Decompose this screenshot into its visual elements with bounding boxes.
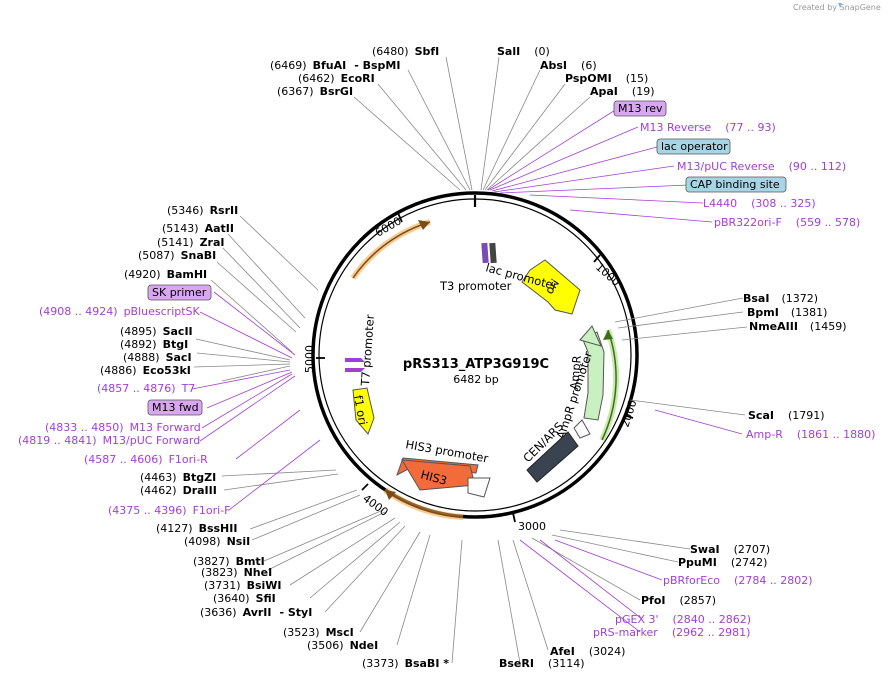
enzyme-label: (3373)BsaBI * xyxy=(362,657,449,670)
box-cap-binding-site-text: CAP binding site xyxy=(690,178,780,191)
primer-label: (4857 .. 4876)T7 xyxy=(97,382,195,395)
box-lac-operator: lac operator xyxy=(656,138,731,155)
enzyme-label: (4892)BtgI xyxy=(120,338,188,351)
enzyme-label: (3506)NdeI xyxy=(307,639,378,652)
plasmid-size: 6482 bp xyxy=(453,373,498,386)
enzyme-label: AbsI(6) xyxy=(540,59,597,72)
enzyme-label: (4888)SacI xyxy=(123,351,192,364)
enzyme-label: BpmI(1381) xyxy=(747,306,827,319)
primer-connectors xyxy=(191,108,743,633)
enzyme-label: PpuMI(2742) xyxy=(678,556,767,569)
enzyme-label: SalI(0) xyxy=(497,45,550,58)
enzyme-label: (6367)BsrGI xyxy=(277,85,353,98)
enzyme-label: (3827)BmtI xyxy=(193,555,265,568)
enzyme-label: NmeAIII(1459) xyxy=(749,320,847,333)
enzyme-label: (4098)NsiI xyxy=(184,535,250,548)
box-sk-primer: SK primer xyxy=(147,284,212,301)
primer-markers-left xyxy=(345,358,365,372)
feature-ori[interactable]: ori xyxy=(521,259,581,315)
primer-labels: M13 Reverse(77 .. 93) M13/pUC Reverse(90… xyxy=(18,121,875,639)
primer-label: (4819 .. 4841)M13/pUC Forward xyxy=(18,434,200,447)
primer-label: M13 Reverse(77 .. 93) xyxy=(640,121,776,134)
enzyme-label: ScaI(1791) xyxy=(748,409,825,422)
box-m13-fwd: M13 fwd xyxy=(147,399,203,416)
enzyme-label: (6462)EcoRI xyxy=(298,72,375,85)
tick-4000: 4000 xyxy=(360,492,390,519)
feature-his3[interactable]: HIS3 xyxy=(396,457,479,491)
primer-label: Amp-R(1861 .. 1880) xyxy=(746,428,875,441)
enzyme-label: (4463)BtgZI xyxy=(140,471,216,484)
enzyme-label: (4462)DraIII xyxy=(140,484,217,497)
tick-3000: 3000 xyxy=(518,520,546,533)
enzyme-label: (3523)MscI xyxy=(283,626,354,639)
enzyme-label: (4895)SacII xyxy=(120,325,193,338)
enzyme-label: (3823)NheI xyxy=(201,566,272,579)
enzyme-label: PspOMI(15) xyxy=(565,72,648,85)
enzyme-label: (6480)SbfI xyxy=(372,45,439,58)
feature-t7-promoter[interactable]: T7 promoter xyxy=(358,314,377,387)
feature-t3-promoter-label: T3 promoter xyxy=(439,279,512,293)
primer-label: pGEX 3'(2840 .. 2862) xyxy=(615,613,751,626)
box-cap-binding-site: CAP binding site xyxy=(685,176,787,193)
enzyme-label: (4886)Eco53kI xyxy=(100,364,191,377)
primer-label: pRS-marker(2962 .. 2981) xyxy=(593,626,750,639)
enzyme-label: (3640)SfiI xyxy=(213,592,276,605)
feature-f1-ori[interactable]: f1 ori xyxy=(351,387,375,435)
enzyme-label: ApaI(19) xyxy=(590,85,655,98)
feature-t3-promoter[interactable]: T3 promoter xyxy=(439,279,512,293)
enzyme-label: PfoI(2857) xyxy=(641,594,716,607)
feature-his3-label: HIS3 xyxy=(419,467,448,487)
primer-label: pBR322ori-F(559 .. 578) xyxy=(714,216,860,229)
scale-ticks xyxy=(316,212,634,523)
feature-ampr[interactable]: AmpR xyxy=(567,325,605,421)
primer-label: L4440(308 .. 325) xyxy=(703,197,816,210)
backbone-outer xyxy=(311,191,639,519)
primer-label: (4587 .. 4606)F1ori-R xyxy=(84,453,208,466)
orf-arcs xyxy=(350,219,620,520)
enzyme-label: (5141)ZraI xyxy=(157,236,225,249)
enzyme-label: BsaI(1372) xyxy=(743,292,818,305)
enzyme-label: (3636)AvrII- StyI xyxy=(200,606,312,619)
tick-2000: 2000 xyxy=(618,398,639,429)
box-m13-fwd-text: M13 fwd xyxy=(152,401,199,414)
snapgene-credit: Created by SnapGene xyxy=(793,3,881,12)
primer-label: (4833 .. 4850)M13 Forward xyxy=(45,421,201,434)
plasmid-name: pRS313_ATP3G919C xyxy=(403,357,549,372)
box-sk-primer-text: SK primer xyxy=(152,286,207,299)
enzyme-label: SwaI(2707) xyxy=(690,543,770,556)
tick-1000: 1000 xyxy=(593,261,623,289)
enzyme-label: BseRI(3114) xyxy=(499,657,585,670)
enzyme-label: (5087)SnaBI xyxy=(138,249,216,262)
snapgene-logo-icon xyxy=(838,3,842,8)
enzyme-label: AfeI(3024) xyxy=(550,645,625,658)
enzyme-labels: SalI(0) AbsI(6) PspOMI(15) ApaI(19) (648… xyxy=(100,45,847,670)
primer-label: (4908 .. 4924)pBluescriptSK xyxy=(39,305,201,318)
enzyme-label: (5143)AatII xyxy=(162,222,234,235)
feature-f1-ori-label: f1 ori xyxy=(351,394,370,426)
enzyme-label: (3731)BsiWI xyxy=(204,579,282,592)
enzyme-label: (6469)BfuAI- BspMI xyxy=(270,59,400,72)
primer-label: pBRforEco(2784 .. 2802) xyxy=(663,574,813,587)
enzyme-label: (4127)BssHII xyxy=(156,522,237,535)
box-m13-rev-text: M13 rev xyxy=(618,102,663,115)
box-m13-rev: M13 rev xyxy=(613,100,667,117)
tick-5000: 5000 xyxy=(303,345,316,373)
enzyme-connectors xyxy=(193,56,748,664)
feature-t7-promoter-label: T7 promoter xyxy=(358,314,377,387)
box-lac-operator-text: lac operator xyxy=(661,140,728,153)
primer-label: (4375 .. 4396)F1ori-F xyxy=(108,504,231,517)
primer-label: M13/pUC Reverse(90 .. 112) xyxy=(677,160,846,173)
feature-ampr-label: AmpR xyxy=(567,355,584,390)
enzyme-label: (5346)RsrII xyxy=(167,204,238,217)
enzyme-label: (4920)BamHI xyxy=(124,268,207,281)
